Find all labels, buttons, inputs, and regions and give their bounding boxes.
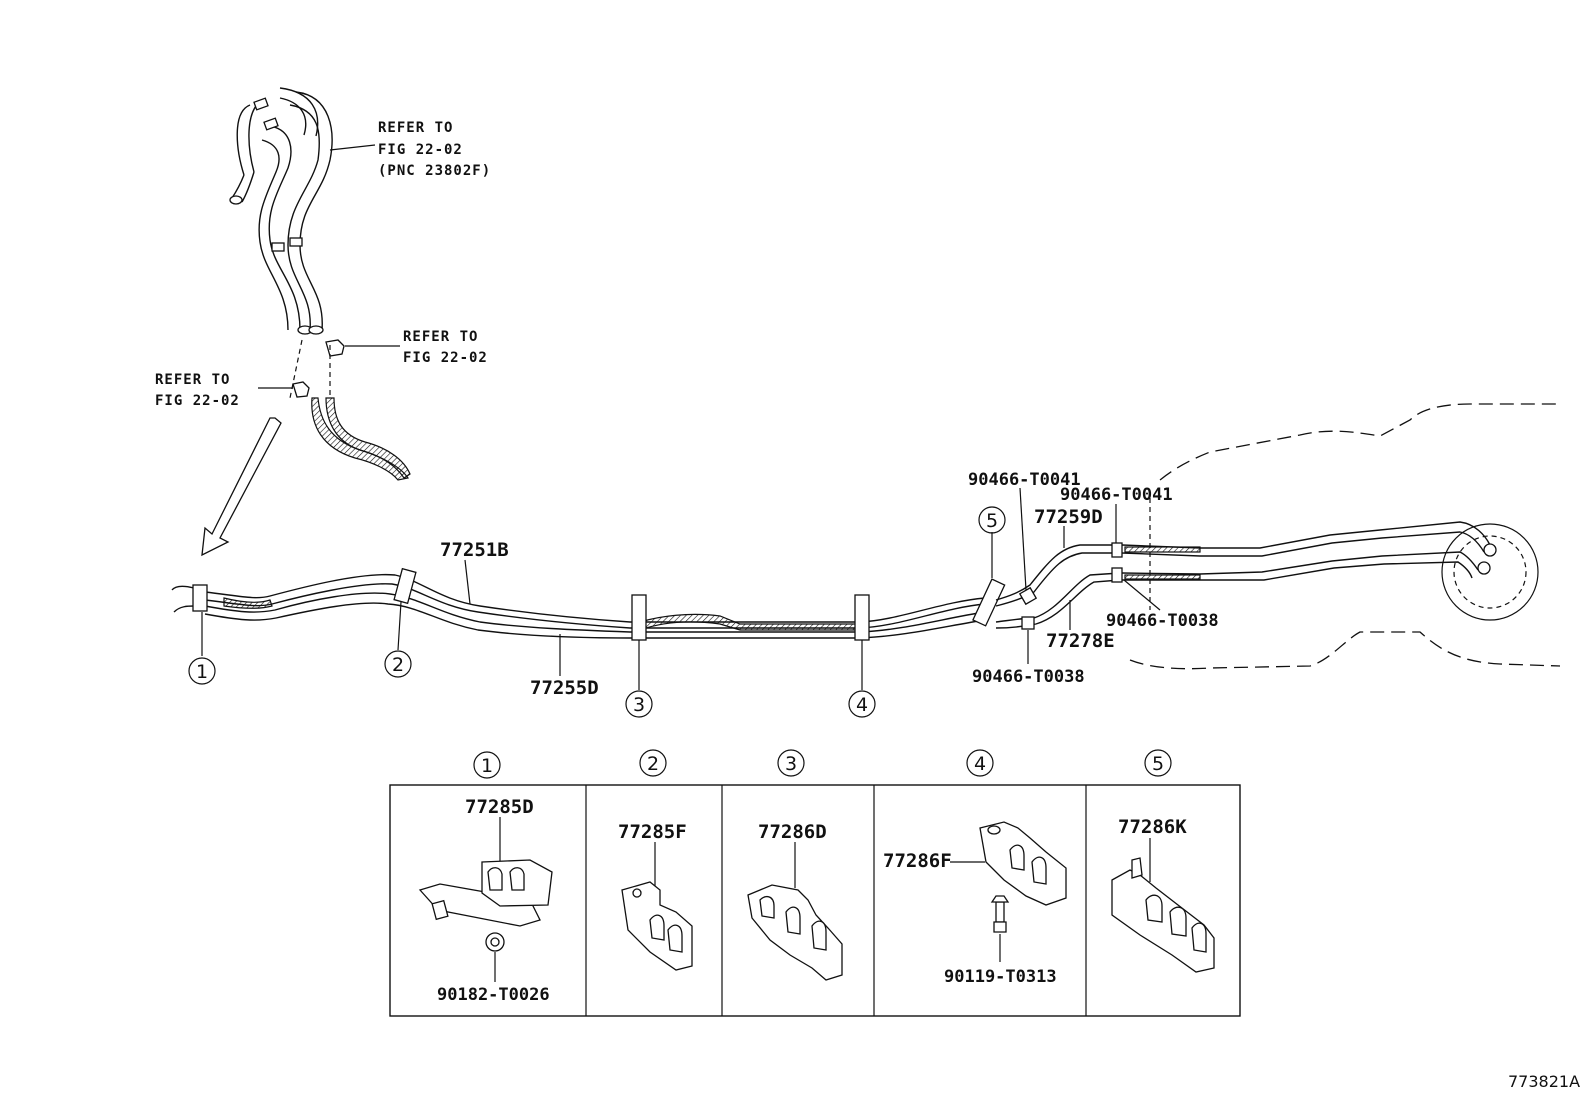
clamp-77286f-illustration — [979, 821, 1067, 933]
line-clamp-2 — [393, 567, 417, 605]
reference-line-2: FIG 22-02 — [378, 142, 463, 158]
detail-part-77286k: 77286K — [1118, 816, 1187, 838]
callout-77259d: 77259D — [1034, 506, 1103, 528]
line-clamp-1 — [192, 584, 208, 612]
callout-90466-t0041-a: 90466-T0041 — [968, 470, 1081, 490]
callout-90466-t0038-b: 90466-T0038 — [1106, 611, 1219, 631]
callout-90466-t0038-a: 90466-T0038 — [972, 667, 1085, 687]
line-clamp-5 — [972, 578, 1006, 627]
clamp-77285f-illustration — [621, 881, 693, 971]
line-clamp-3 — [631, 594, 647, 641]
detail-part-77285d: 77285D — [465, 796, 534, 818]
clamp-marker-2: 2 — [392, 654, 404, 676]
reference-line-1: REFER TO — [155, 372, 230, 388]
callout-77255d: 77255D — [530, 677, 599, 699]
detail-part-77286d: 77286D — [758, 821, 827, 843]
reference-note-top: REFER TO FIG 22-02 (PNC 23802F) — [378, 120, 491, 179]
upper-hose-assembly — [229, 87, 376, 335]
reference-line-1: REFER TO — [378, 120, 453, 136]
callout-77251b: 77251B — [440, 539, 509, 561]
detail-header-4: 4 — [974, 753, 986, 775]
reference-line-3: (PNC 23802F) — [378, 163, 491, 179]
clamp-marker-3: 3 — [633, 694, 645, 716]
line-clamps — [192, 567, 1006, 641]
direction-arrow — [201, 417, 282, 557]
callout-90466-t0041-b: 90466-T0041 — [1060, 485, 1173, 505]
reference-line-2: FIG 22-02 — [155, 393, 240, 409]
detail-part-77286f: 77286F — [883, 850, 952, 872]
rear-line-callouts: 90466-T0041 90466-T0041 77259D 90466-T00… — [968, 470, 1219, 687]
detail-header-2: 2 — [647, 753, 659, 775]
main-line-callouts: 77251B 77255D — [440, 539, 599, 699]
hose-clip-assembly — [258, 339, 411, 481]
clamp-marker-4: 4 — [856, 694, 868, 716]
rear-line-section — [995, 403, 1561, 670]
detail-header-5: 5 — [1152, 753, 1164, 775]
reference-line-2: FIG 22-02 — [403, 350, 488, 366]
detail-part-77285f: 77285F — [618, 821, 687, 843]
clamp-77286k-illustration — [1111, 857, 1215, 973]
line-clamp-4 — [854, 594, 870, 641]
diagram-id: 773821A — [1508, 1072, 1580, 1091]
reference-note-right: REFER TO FIG 22-02 — [403, 329, 488, 366]
detail-subpart-90119-t0313: 90119-T0313 — [944, 967, 1057, 987]
callout-77278e: 77278E — [1046, 630, 1115, 652]
detail-header-3: 3 — [785, 753, 797, 775]
detail-header-1: 1 — [481, 755, 493, 777]
reference-note-left: REFER TO FIG 22-02 — [155, 372, 240, 409]
clamp-marker-5: 5 — [986, 510, 998, 532]
clamp-77286d-illustration — [747, 884, 843, 981]
detail-subpart-90182-t0026: 90182-T0026 — [437, 985, 550, 1005]
clamp-marker-1: 1 — [196, 661, 208, 683]
clamp-markers: 1 2 3 4 5 — [188, 506, 1006, 718]
detail-box: 1 2 3 4 5 77285D 90182-T0026 77285F — [389, 749, 1241, 1017]
clamp-77285d-illustration — [418, 859, 553, 952]
main-fuel-lines — [171, 573, 986, 639]
reference-line-1: REFER TO — [403, 329, 478, 345]
